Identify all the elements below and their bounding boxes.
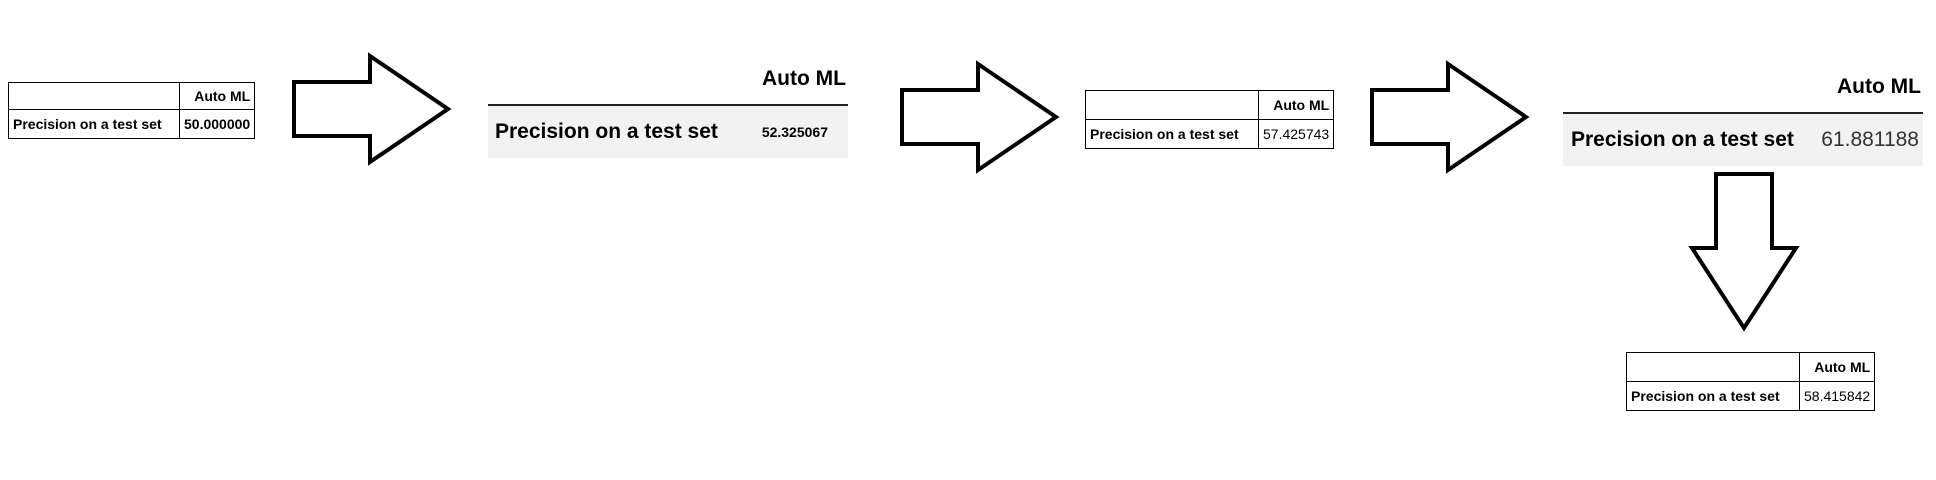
column-header: Auto ML bbox=[488, 64, 848, 106]
precision-value: 57.425743 bbox=[1257, 119, 1335, 149]
row-label: Precision on a test set bbox=[8, 109, 180, 139]
row-label: Precision on a test set bbox=[1085, 119, 1259, 149]
results-table-stage-4: Auto ML Precision on a test set 61.88118… bbox=[1563, 72, 1923, 166]
table-header-row: Auto ML bbox=[8, 82, 256, 110]
table-row: Precision on a test set 52.325067 bbox=[488, 106, 848, 158]
column-header: Auto ML bbox=[1563, 72, 1923, 114]
right-arrow-icon bbox=[900, 60, 1060, 174]
column-header: Auto ML bbox=[1257, 90, 1335, 120]
empty-corner-cell bbox=[1085, 90, 1259, 120]
table-row: Precision on a test set 61.881188 bbox=[1563, 114, 1923, 166]
results-table-stage-5: Auto ML Precision on a test set 58.41584… bbox=[1626, 352, 1876, 411]
empty-corner-cell bbox=[1626, 352, 1800, 382]
column-header: Auto ML bbox=[1798, 352, 1876, 382]
table-row: Precision on a test set 50.000000 bbox=[8, 109, 256, 139]
table-header-row: Auto ML bbox=[1626, 352, 1876, 382]
precision-value: 58.415842 bbox=[1798, 381, 1876, 411]
empty-corner-cell bbox=[8, 82, 180, 110]
down-arrow-icon bbox=[1688, 172, 1800, 332]
table-row: Precision on a test set 57.425743 bbox=[1085, 119, 1335, 149]
precision-value: 61.881188 bbox=[1821, 128, 1919, 151]
right-arrow-icon bbox=[1370, 60, 1530, 174]
table-header-row: Auto ML bbox=[1085, 90, 1335, 120]
results-table-stage-2: Auto ML Precision on a test set 52.32506… bbox=[488, 64, 848, 158]
results-table-stage-3: Auto ML Precision on a test set 57.42574… bbox=[1085, 90, 1335, 149]
row-label: Precision on a test set bbox=[1626, 381, 1800, 411]
row-label: Precision on a test set bbox=[1571, 128, 1794, 151]
row-label: Precision on a test set bbox=[495, 120, 718, 143]
right-arrow-icon bbox=[292, 52, 452, 166]
table-row: Precision on a test set 58.415842 bbox=[1626, 381, 1876, 411]
precision-value: 50.000000 bbox=[178, 109, 256, 139]
column-header: Auto ML bbox=[178, 82, 256, 110]
precision-value: 52.325067 bbox=[761, 124, 828, 140]
results-table-stage-1: Auto ML Precision on a test set 50.00000… bbox=[8, 82, 256, 139]
